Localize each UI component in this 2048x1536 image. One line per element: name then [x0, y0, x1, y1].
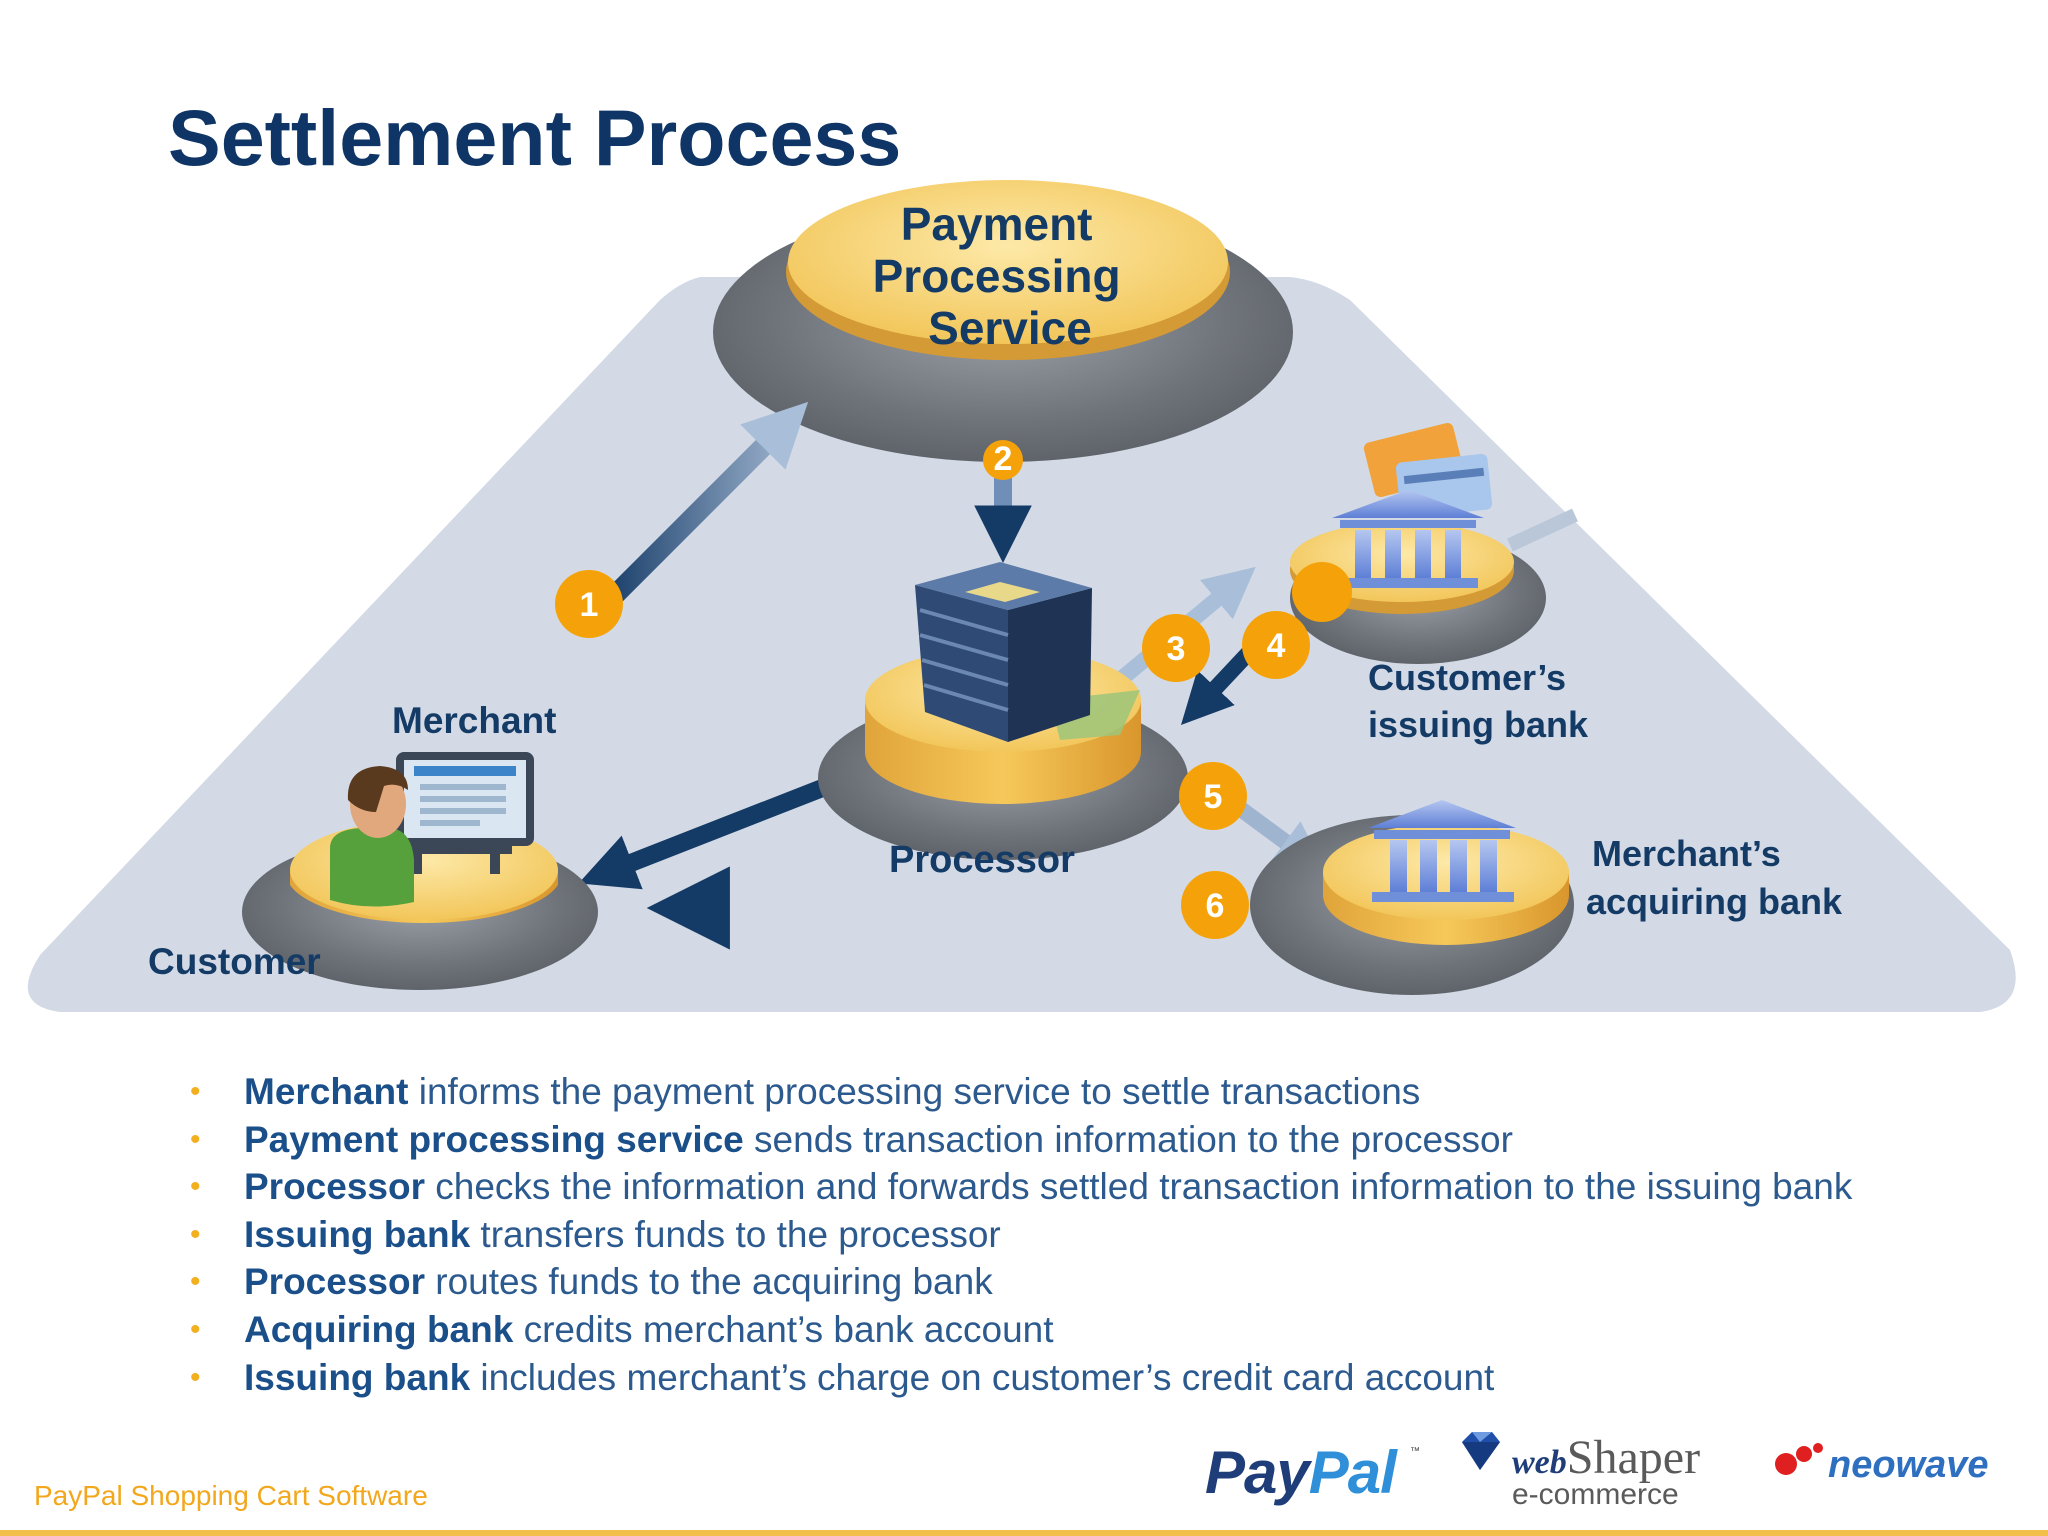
- step-marker-1: 1: [555, 570, 623, 638]
- processor-label: Processor: [889, 839, 1075, 881]
- service-label-line-1: Payment: [901, 198, 1093, 250]
- list-item: Issuing bank transfers funds to the proc…: [190, 1211, 1950, 1259]
- step-number-2: 2: [994, 440, 1013, 478]
- list-item: Issuing bank includes merchant’s charge …: [190, 1354, 1950, 1402]
- step-list: Merchant informs the payment processing …: [190, 1068, 1950, 1401]
- step-marker-4: 4: [1242, 611, 1310, 679]
- arrow-merchant-to-service: [592, 401, 809, 618]
- svg-text:Merchant’s acquiring ban: Merchant’s acquiring bank: [1586, 833, 1843, 922]
- acquiring-bank-node: Merchant’s acquiring bank: [1250, 800, 1843, 995]
- neowave-logo: neowave: [1828, 1444, 1989, 1486]
- webshaper-tagline: e-commerce: [1512, 1478, 1679, 1511]
- neowave-dots-icon: [1775, 1443, 1823, 1475]
- processor-node: Processor: [818, 562, 1188, 881]
- issuing-bank-label-line-1: Customer’s: [1368, 657, 1566, 698]
- acquiring-bank-icon: [1368, 800, 1516, 902]
- computer-monitor-icon: [396, 752, 534, 874]
- paypal-trademark: ™: [1410, 1446, 1420, 1457]
- list-item: Processor checks the information and for…: [190, 1163, 1950, 1211]
- merchant-node: Merchant Customer: [148, 700, 598, 990]
- issuing-bank-icon: [1332, 490, 1484, 588]
- step-marker-5: 5: [1179, 762, 1247, 830]
- footer-divider: [0, 1530, 2048, 1536]
- processor-building-icon: [915, 562, 1092, 742]
- list-item: Merchant informs the payment processing …: [190, 1068, 1950, 1116]
- step-marker-6: 6: [1181, 871, 1249, 939]
- step-markers: 1 2 3 4 5 6: [555, 440, 1352, 939]
- step-marker-issuing: [1292, 562, 1352, 622]
- list-item: Processor routes funds to the acquiring …: [190, 1258, 1950, 1306]
- list-item: Payment processing service sends transac…: [190, 1116, 1950, 1164]
- list-item: Acquiring bank credits merchant’s bank a…: [190, 1306, 1950, 1354]
- footer-text: PayPal Shopping Cart Software: [34, 1480, 428, 1511]
- credit-card-icon: [1363, 422, 1493, 519]
- step-marker-3: 3: [1142, 614, 1210, 682]
- merchant-label: Merchant: [392, 700, 556, 741]
- webshaper-logo: webShaper: [1512, 1431, 1701, 1484]
- step-number-1: 1: [580, 586, 599, 624]
- acquiring-bank-label-line-2: acquiring bank: [1586, 881, 1843, 922]
- paypal-logo: PayPal: [1205, 1439, 1397, 1506]
- payment-service-node: Payment Processing Service: [713, 180, 1293, 462]
- acquiring-bank-label-line-1: Merchant’s: [1592, 833, 1781, 874]
- step-number-6: 6: [1206, 887, 1225, 925]
- step-number-5: 5: [1204, 778, 1223, 816]
- step-marker-2: 2: [983, 440, 1023, 480]
- step-number-4: 4: [1267, 627, 1286, 665]
- svg-text:Customer’s issuing bank: Customer’s issuing bank: [1368, 657, 1589, 745]
- arrow-processor-to-merchant: [578, 776, 834, 890]
- page-title: Settlement Process: [168, 93, 902, 182]
- customer-label: Customer: [148, 941, 321, 982]
- service-label-line-3: Service: [928, 302, 1092, 354]
- service-label-line-2: Processing: [873, 250, 1121, 302]
- step-number-3: 3: [1167, 630, 1186, 668]
- issuing-bank-label-line-2: issuing bank: [1368, 704, 1589, 745]
- arrow-issuing-right: [1507, 508, 1578, 552]
- customer-person-icon: [330, 766, 414, 907]
- webshaper-gem-icon: [1462, 1432, 1500, 1470]
- svg-text:Payment Processing: Payment Processing Service: [873, 198, 1134, 354]
- issuing-bank-node: Customer’s issuing bank: [1290, 422, 1589, 745]
